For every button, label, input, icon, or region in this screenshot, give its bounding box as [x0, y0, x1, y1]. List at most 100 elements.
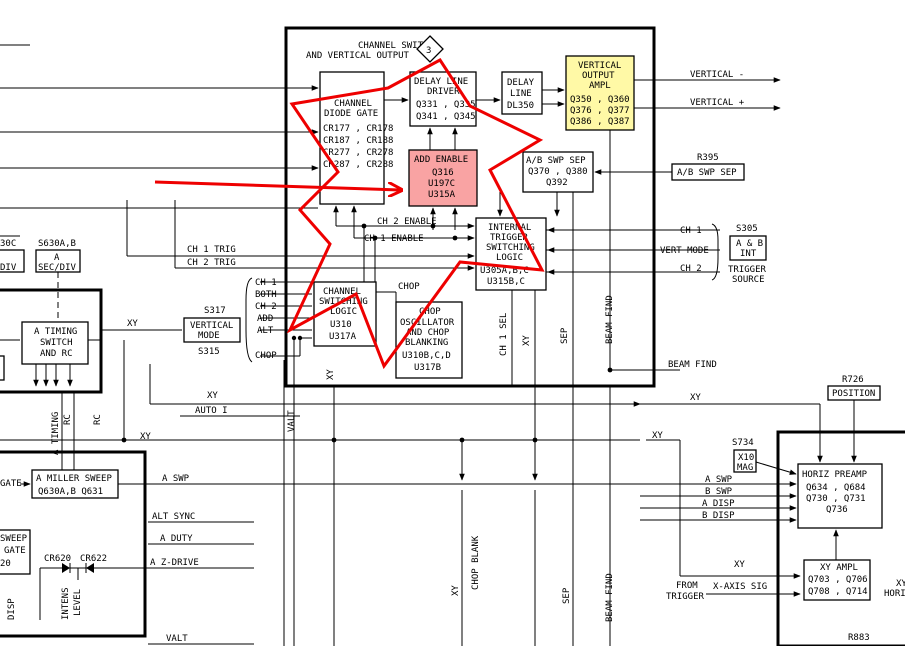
- svg-text:Q736: Q736: [826, 505, 848, 515]
- svg-text:LOGIC: LOGIC: [330, 307, 357, 317]
- svg-text:A/B SWP SEP: A/B SWP SEP: [677, 168, 737, 178]
- beam-find-vertical-label: BEAM FIND: [605, 295, 615, 344]
- x10-mag-switch: S734 X10 MAG: [732, 438, 797, 475]
- sep-label-a: SEP: [560, 327, 570, 344]
- svg-text:X-AXIS SIG: X-AXIS SIG: [713, 582, 767, 592]
- beam-find-bottom-label: BEAM FIND: [605, 573, 615, 622]
- svg-text:DIV: DIV: [0, 263, 17, 273]
- in-alt-label: ALT: [257, 326, 274, 336]
- svg-text:SWITCH: SWITCH: [40, 338, 73, 348]
- svg-text:A/B SWP SEP: A/B SWP SEP: [526, 156, 586, 166]
- svg-text:Q730 , Q731: Q730 , Q731: [806, 494, 866, 504]
- in-add-label: ADD: [257, 314, 273, 324]
- svg-text:R726: R726: [842, 375, 864, 385]
- xy-bar-label-c: XY: [207, 391, 218, 401]
- svg-text:A DISP: A DISP: [702, 499, 735, 509]
- miller-sweep-block: A MILLER SWEEP Q630A,B Q631 GATE: [0, 469, 252, 499]
- r395-switch: R395 A/B SWP SEP: [594, 153, 745, 181]
- svg-text:DELAY: DELAY: [507, 78, 535, 88]
- svg-text:B DISP: B DISP: [702, 511, 735, 521]
- svg-text:R883: R883: [848, 633, 870, 643]
- svg-text:U310B,C,D: U310B,C,D: [402, 351, 451, 361]
- chop-oscillator-block: CHOP OSCILLATOR AND CHOP BLANKING U310B,…: [395, 301, 463, 379]
- svg-text:ADD ENABLE: ADD ENABLE: [414, 155, 468, 165]
- svg-text:TRIGGER: TRIGGER: [728, 265, 767, 275]
- sweep-gate-block: SWEEP GATE 20: [0, 529, 31, 575]
- add-enable-block: ADD ENABLE Q316 U197C U315A: [408, 149, 478, 207]
- svg-text:INTERNAL: INTERNAL: [488, 223, 531, 233]
- svg-text:CR277 , CR278: CR277 , CR278: [323, 148, 393, 158]
- xy-label: XY: [127, 319, 138, 329]
- svg-text:LINE: LINE: [510, 89, 532, 99]
- a-swp-left-label: A SWP: [162, 474, 190, 484]
- svg-text:BLANKING: BLANKING: [405, 338, 448, 348]
- svg-text:HORIZ PREAMP: HORIZ PREAMP: [802, 470, 868, 480]
- internal-wiring: CHOP: [333, 87, 720, 440]
- svg-text:MODE: MODE: [198, 331, 220, 341]
- svg-text:Q703 , Q706: Q703 , Q706: [808, 575, 868, 585]
- svg-text:U315B,C: U315B,C: [487, 277, 525, 287]
- xy-bar-label-a: XY: [522, 335, 532, 346]
- section-number-diamond: [416, 35, 444, 63]
- svg-text:S315: S315: [198, 347, 220, 357]
- svg-text:MAG: MAG: [737, 463, 753, 473]
- position-control: R726 POSITION: [827, 375, 881, 463]
- svg-text:AND RC: AND RC: [40, 349, 73, 359]
- auto-label: AUTO I: [195, 406, 228, 416]
- svg-text:XY AMPL: XY AMPL: [820, 563, 858, 573]
- chop-blank-label: CHOP BLANK: [471, 535, 481, 590]
- svg-text:U315A: U315A: [428, 190, 456, 200]
- in-chop-label: CHOP: [255, 351, 277, 361]
- svg-text:SWITCHING: SWITCHING: [486, 243, 535, 253]
- svg-text:S734: S734: [732, 438, 754, 448]
- svg-text:CR287 , CR288: CR287 , CR288: [323, 160, 393, 170]
- intensity-diodes: CR620 CR622 INTENS LEVEL DISP: [7, 554, 107, 620]
- channel-switch-section-frame: [284, 26, 656, 388]
- xy-bar-label-d: XY: [140, 432, 151, 442]
- svg-text:CHOP: CHOP: [419, 307, 441, 317]
- svg-text:X10: X10: [738, 453, 754, 463]
- timing-section-frame: [0, 288, 103, 394]
- section-title-line2: AND VERTICAL OUTPUT: [306, 51, 410, 61]
- svg-text:XY: XY: [734, 560, 745, 570]
- svg-text:CR177 , CR178: CR177 , CR178: [323, 124, 393, 134]
- ch1-enable-label: CH 1 ENABLE: [364, 234, 424, 244]
- ch1-sel-label: CH 1 SEL: [499, 313, 509, 356]
- svg-text:CH 2: CH 2: [680, 264, 702, 274]
- svg-text:CHOP: CHOP: [398, 282, 420, 292]
- svg-text:DRIVER: DRIVER: [427, 87, 460, 97]
- svg-text:Q634 , Q684: Q634 , Q684: [806, 483, 866, 493]
- svg-text:VERTICAL: VERTICAL: [578, 61, 621, 71]
- ch1-trig-label: CH 1 TRIG: [187, 245, 236, 255]
- red-arrow-annotation: [154, 180, 400, 190]
- xy-bar-label-b: XY: [326, 369, 336, 380]
- svg-text:INTENS: INTENS: [61, 587, 71, 620]
- svg-text:S630A,B: S630A,B: [38, 239, 76, 249]
- svg-text:AMPL: AMPL: [589, 81, 611, 91]
- xy-ampl-block: XY AMPL Q703 , Q706 Q708 , Q714: [803, 529, 871, 601]
- middle-horizontal-wiring: [0, 340, 801, 646]
- svg-text:Q392: Q392: [546, 178, 568, 188]
- svg-text:CR187 , CR188: CR187 , CR188: [323, 136, 393, 146]
- sweep-section-frame: [0, 450, 147, 638]
- beam-find-label: BEAM FIND: [668, 360, 717, 370]
- vertical-plus-label: VERTICAL +: [690, 98, 745, 108]
- svg-text:OSCILLATOR: OSCILLATOR: [400, 318, 455, 328]
- sep-label-b: SEP: [562, 587, 572, 604]
- svg-text:POSITION: POSITION: [832, 389, 875, 399]
- svg-text:U197C: U197C: [428, 179, 455, 189]
- svg-text:DL350: DL350: [507, 101, 534, 111]
- svg-text:A MILLER SWEEP: A MILLER SWEEP: [36, 474, 112, 484]
- svg-text:LEVEL: LEVEL: [73, 589, 83, 616]
- svg-text:Q376 , Q377: Q376 , Q377: [570, 106, 630, 116]
- svg-text:DIODE GATE: DIODE GATE: [324, 109, 378, 119]
- svg-text:TRIGGER: TRIGGER: [666, 592, 705, 602]
- svg-text:B SWP: B SWP: [705, 487, 733, 497]
- svg-text:AND CHOP: AND CHOP: [406, 328, 450, 338]
- svg-text:INT: INT: [740, 249, 757, 259]
- svg-text:OUTPUT: OUTPUT: [582, 71, 615, 81]
- horiz-inputs: A SWP B SWP A DISP B DISP XY X-AXIS SIG …: [252, 475, 905, 643]
- in-ch2-label: CH 2: [255, 302, 277, 312]
- svg-text:U310: U310: [330, 320, 352, 330]
- timing-rc-label-1: A TIMING: [51, 412, 61, 455]
